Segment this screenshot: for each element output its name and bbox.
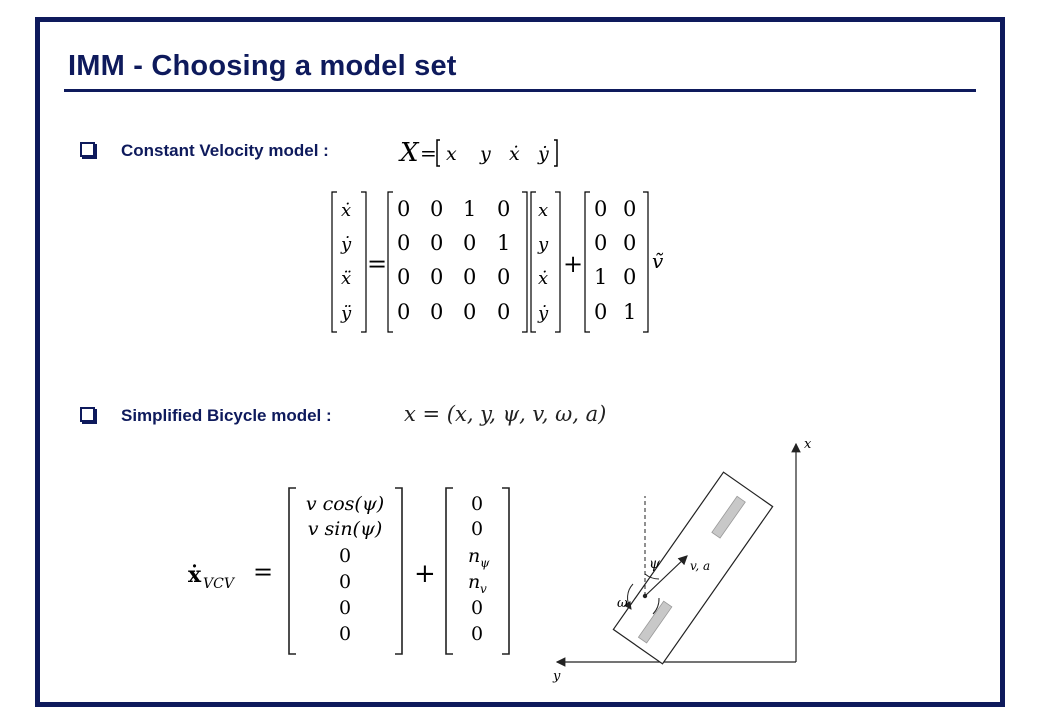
cv-a-cell: 0	[397, 265, 410, 289]
cv-a-cell: 0	[497, 197, 510, 221]
cv-plus: +	[563, 250, 583, 278]
bicycle-plus: +	[414, 559, 436, 589]
checkbox-bullet-icon	[80, 142, 95, 158]
front-wheel	[711, 495, 746, 539]
cv-b-cell: 0	[623, 231, 636, 255]
bicycle-col1-entry: 0	[339, 571, 351, 593]
bicycle-equals: =	[253, 558, 273, 586]
cv-a-cell: 0	[430, 265, 443, 289]
cv-state-entry: x	[446, 143, 457, 165]
bicycle-col2-entry: 0	[471, 597, 483, 619]
cv-b-cell: 0	[594, 300, 607, 324]
cv-b-cell: 0	[623, 265, 636, 289]
bicycle-lhs-symbol: ẋ	[188, 562, 202, 588]
bullet-bicycle-model: Simplified Bicycle model :	[80, 406, 332, 426]
cv-a-cell: 1	[463, 197, 476, 221]
cv-b-cell: 1	[623, 300, 636, 324]
bicycle-lhs-subscript: VCV	[203, 576, 236, 592]
bicycle-model-equation: ẋ VCV = v cos(ψ) v sin(ψ) 0 0 0 0 + 0 0 …	[188, 487, 510, 655]
cv-equals: =	[367, 250, 387, 278]
cv-a-cell: 0	[430, 231, 443, 255]
cv-noise: ṽ	[652, 249, 664, 273]
bicycle-figure: x y ψ v, a ω	[552, 437, 812, 684]
cv-state-entry: y	[479, 143, 491, 165]
x-axis-label: x	[804, 437, 812, 452]
cv-model-equation: ẋ ẏ ẍ ÿ = 0 0 1 0 0 0 0 1 0 0 0 0 0 0 0 …	[331, 191, 664, 333]
bicycle-col2-entry: 0	[471, 623, 483, 645]
bicycle-col2-entry: n	[468, 571, 480, 593]
cv-state-entry: ẋ	[509, 143, 520, 165]
cv-state-eq: =	[420, 141, 437, 165]
cv-state-entry: ẏ	[537, 143, 549, 165]
bicycle-col1-entry: 0	[339, 597, 351, 619]
cv-state-col-entry: x	[538, 200, 548, 221]
rear-wheel	[637, 600, 673, 644]
cv-b-cell: 0	[594, 231, 607, 255]
bicycle-col2-entry: 0	[471, 518, 483, 540]
vehicle-body	[612, 471, 774, 665]
cv-a-cell: 0	[463, 265, 476, 289]
bicycle-col1-entry: 0	[339, 545, 351, 567]
cv-a-cell: 1	[497, 231, 510, 255]
cv-b-cell: 0	[623, 197, 636, 221]
cv-a-cell: 0	[430, 300, 443, 324]
title-rule	[64, 89, 976, 92]
cv-state-col-entry: ẏ	[537, 303, 549, 324]
cv-b-cell: 0	[594, 197, 607, 221]
cv-a-cell: 0	[397, 197, 410, 221]
cv-a-cell: 0	[497, 300, 510, 324]
cv-a-cell: 0	[397, 231, 410, 255]
cv-state-symbol: X	[398, 138, 420, 168]
cv-lhs-entry: ẏ	[340, 234, 352, 255]
yaw-rate-label: ω	[617, 596, 628, 611]
cv-a-cell: 0	[397, 300, 410, 324]
checkbox-bullet-icon	[80, 407, 95, 423]
cv-a-cell: 0	[463, 300, 476, 324]
bicycle-col2-entry: n	[468, 545, 480, 567]
y-axis-label: y	[552, 669, 561, 684]
bicycle-col2-entry: 0	[471, 493, 483, 515]
cv-state-vector: X = x y ẋ ẏ	[398, 138, 558, 168]
cv-a-cell: 0	[430, 197, 443, 221]
cv-model-label: Constant Velocity model :	[121, 141, 329, 160]
heading-angle-arc	[644, 573, 660, 580]
cv-lhs-entry: ẋ	[341, 200, 351, 221]
bullet-constant-velocity: Constant Velocity model :	[80, 141, 329, 161]
bicycle-model-label: Simplified Bicycle model :	[121, 406, 332, 425]
yaw-rate-arc	[623, 583, 634, 610]
cv-b-cell: 1	[594, 265, 607, 289]
heading-label: ψ	[649, 556, 661, 572]
cv-state-col-entry: y	[537, 234, 549, 255]
cv-a-cell: 0	[497, 265, 510, 289]
cv-state-col-entry: ẋ	[538, 268, 548, 289]
cv-lhs-entry: ẍ	[341, 268, 351, 289]
bicycle-state-vector: x = (x, y, ψ, v, ω, a)	[404, 402, 607, 426]
velocity-arrow	[644, 555, 688, 597]
bicycle-col1-entry: 0	[339, 623, 351, 645]
cv-a-cell: 0	[463, 231, 476, 255]
bicycle-col2-subscript: ψ	[480, 556, 490, 570]
bicycle-col1-entry: v sin(ψ)	[308, 518, 383, 540]
slide-title: IMM - Choosing a model set	[68, 50, 457, 82]
slide-frame	[35, 17, 1005, 707]
cv-lhs-entry: ÿ	[340, 303, 352, 324]
velocity-label: v, a	[690, 559, 710, 573]
vehicle-reference-point	[642, 593, 648, 599]
bicycle-col2-subscript: v	[480, 582, 487, 596]
bicycle-col1-entry: v cos(ψ)	[306, 493, 384, 515]
